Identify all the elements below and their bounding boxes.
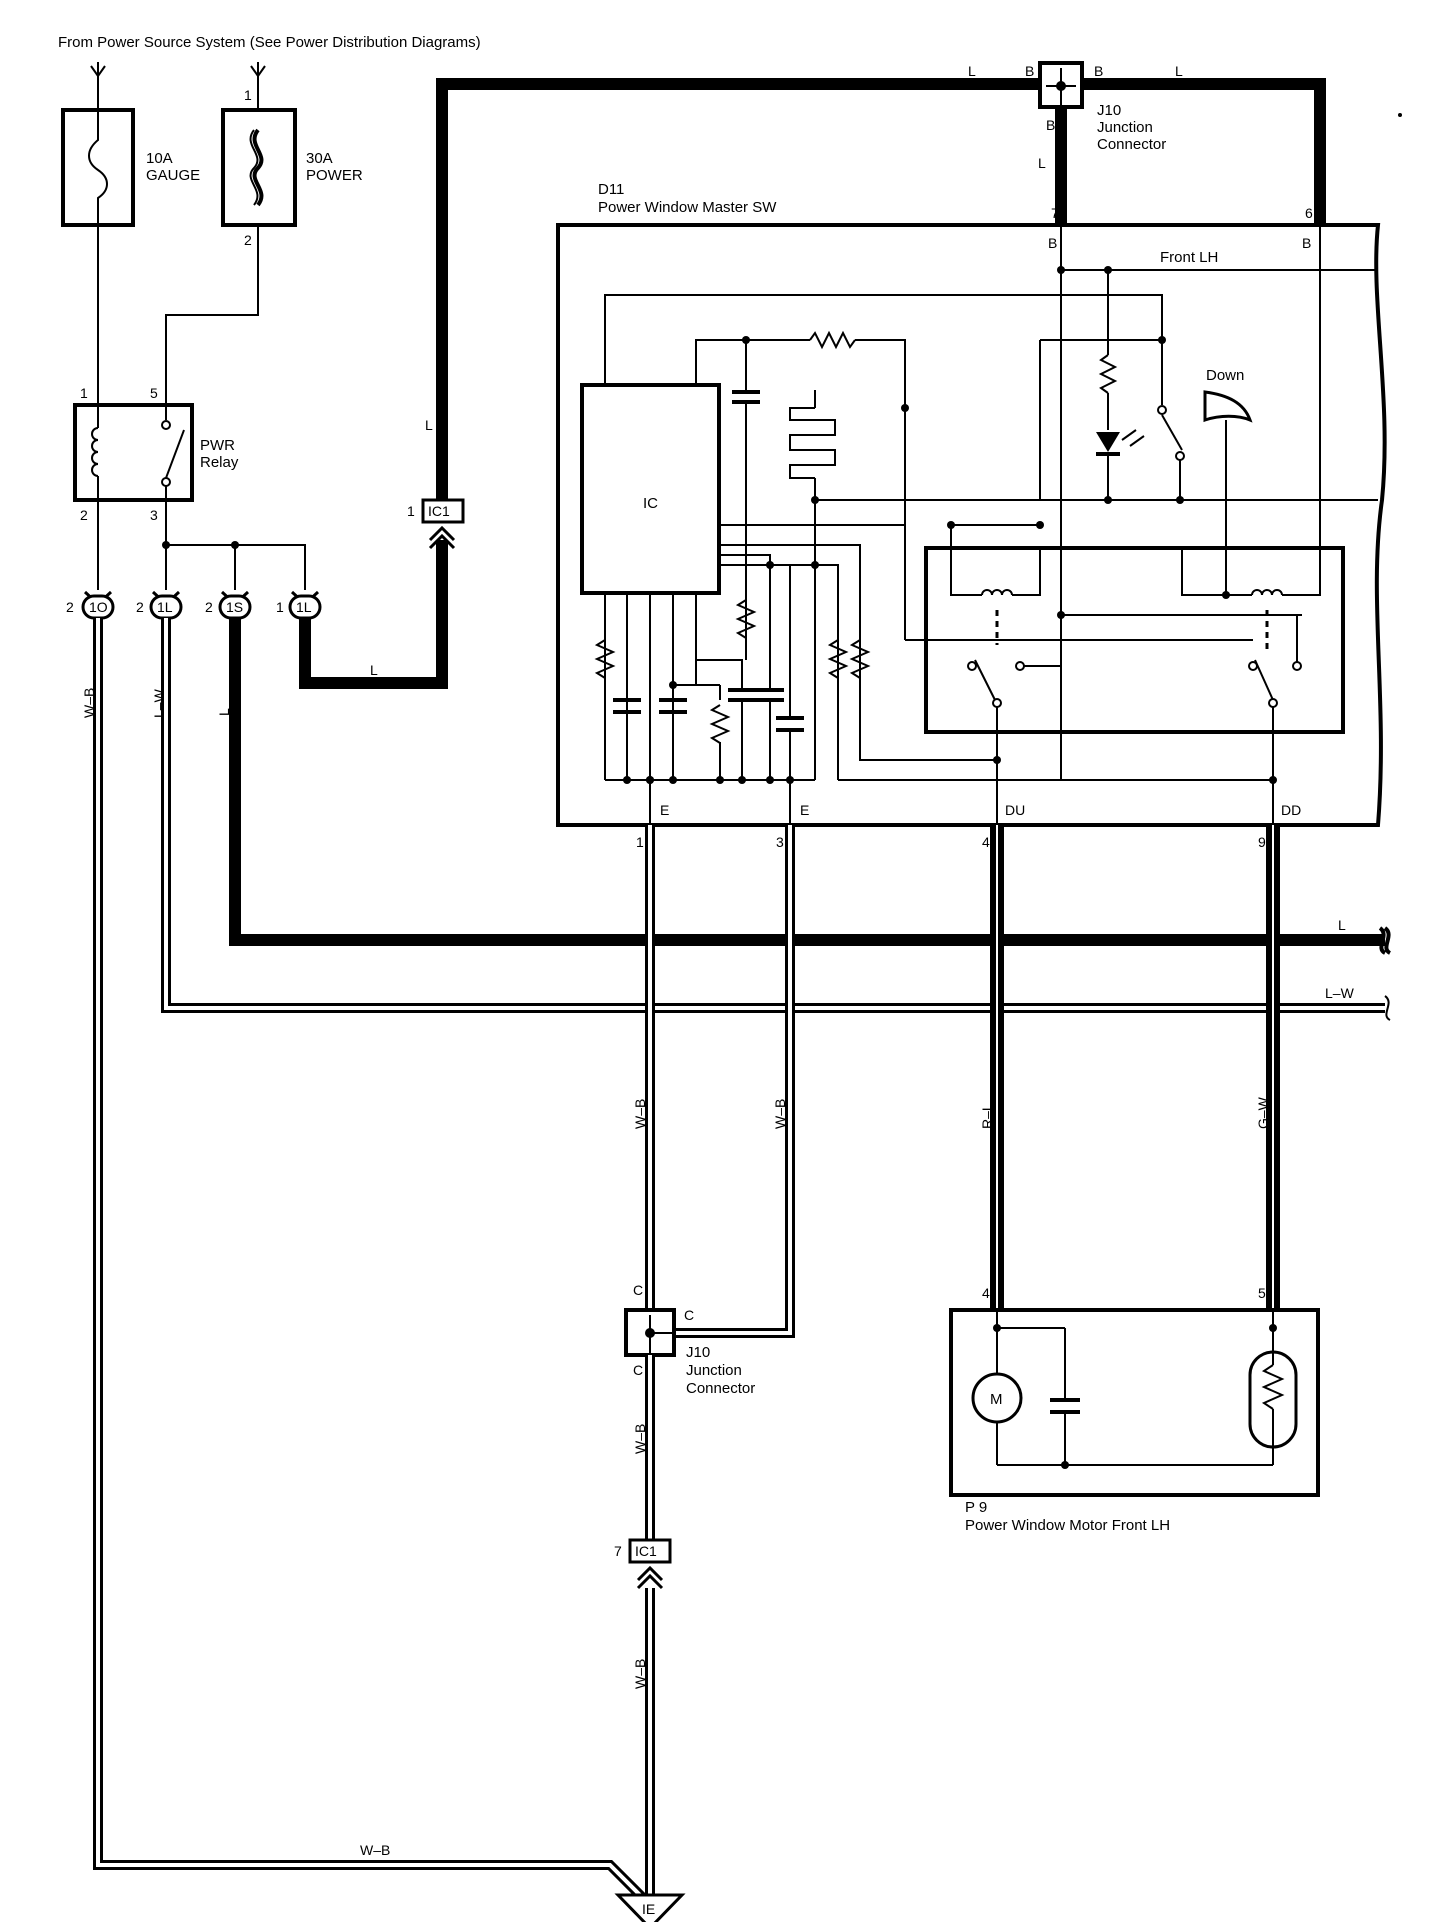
ic-label: IC: [643, 495, 658, 512]
wire-top-left-label: L: [968, 63, 976, 79]
relay-pin5: 5: [150, 385, 158, 401]
j10-bottom-id: J10: [686, 1344, 710, 1361]
source-note: From Power Source System (See Power Dist…: [58, 34, 481, 51]
ic1-connector-top: IC1 1: [407, 498, 465, 550]
wire-right-LW-label: L–W: [1325, 985, 1355, 1001]
j10-bottom-pin-top: C: [633, 1282, 643, 1298]
master-pin6: 6: [1305, 205, 1313, 221]
master-pin3-label: E: [800, 802, 809, 818]
master-pin7: 7: [1051, 205, 1059, 221]
wire-ic1-down-label: W–B: [632, 1659, 648, 1689]
fuse-30a-pin-bottom: 2: [244, 232, 252, 248]
wire-pin4-label: R–L: [979, 1103, 995, 1129]
master-pin3: 3: [776, 834, 784, 850]
j10-junction-bottom: C C C J10 Junction Connector: [624, 1282, 755, 1397]
connector-1O: 1O 2: [66, 590, 115, 620]
ic1-top-pin: 1: [407, 503, 415, 519]
j10-top-pin-right: B: [1094, 63, 1103, 79]
wire-j10-down-label: L: [1038, 155, 1046, 171]
master-pin1-label: E: [660, 802, 669, 818]
connector-1L-a-id: 1L: [157, 599, 173, 615]
connector-1L-a-pin: 2: [136, 599, 144, 615]
j10-top-id: J10: [1097, 102, 1121, 119]
connector-1S-id: 1S: [226, 599, 243, 615]
power-window-motor-front-lh: 4 5 M P 9 Power Window Motor Front LH: [949, 1285, 1320, 1534]
connector-1O-id: 1O: [89, 599, 108, 615]
master-pin7-label: B: [1048, 235, 1057, 251]
master-pin1: 1: [636, 834, 644, 850]
j10-top-pin-bottom: B: [1046, 117, 1055, 133]
fuse-30a-power: 1 30A POWER 2: [221, 62, 363, 248]
j10-top-line2: Connector: [1097, 136, 1166, 153]
connector-1O-pin: 2: [66, 599, 74, 615]
ic1-top-id: IC1: [428, 503, 450, 519]
master-pin6-label: B: [1302, 235, 1311, 251]
motor-pin5: 5: [1258, 1285, 1266, 1301]
pwr-relay: 1 5 2 3 PWR Relay: [73, 385, 239, 523]
relay-pin2: 2: [80, 507, 88, 523]
wire-pin1-label: W–B: [632, 1099, 648, 1129]
wire-right-L-label: L: [1338, 917, 1346, 933]
wire-1L-label: L–W: [151, 688, 167, 718]
ground-ie-id: IE: [642, 1901, 655, 1917]
j10-bottom-pin-bottom: C: [633, 1362, 643, 1378]
connector-1S-pin: 2: [205, 599, 213, 615]
connector-1L-a: 1L 2: [136, 590, 183, 620]
power-window-master-switch: D11 Power Window Master SW 7 6 B B Front…: [556, 181, 1387, 850]
fuse-30a-rating: 30A: [306, 150, 333, 167]
motor-id: P 9: [965, 1499, 987, 1516]
wire-ic1-up-label: L: [425, 417, 433, 433]
master-switch-name: Power Window Master SW: [598, 199, 777, 216]
master-switch-id: D11: [598, 181, 624, 198]
fuse-10a-rating: 10A: [146, 150, 173, 167]
wire-pin9-label: G–W: [1255, 1096, 1271, 1129]
relay-name-line1: PWR: [200, 437, 235, 454]
ic1-bottom-pin: 7: [614, 1543, 622, 1559]
master-pin4: 4: [982, 834, 990, 850]
ground-ie: IE: [614, 1893, 686, 1922]
wire-top-right-label: L: [1175, 63, 1183, 79]
connector-1S: 1S 2: [205, 590, 252, 620]
relay-pin1: 1: [80, 385, 88, 401]
wire-pin3-label: W–B: [772, 1099, 788, 1129]
master-pin9: 9: [1258, 834, 1266, 850]
down-label: Down: [1206, 367, 1244, 384]
connector-1L-b-id: 1L: [296, 599, 312, 615]
ic1-bottom-id: IC1: [635, 1543, 657, 1559]
motor-pin4: 4: [982, 1285, 990, 1301]
wire-1L-loop-label: L: [370, 662, 378, 678]
master-section-label: Front LH: [1160, 249, 1218, 266]
fuse-10a-gauge: 10A GAUGE: [61, 62, 200, 227]
connector-1L-b-pin: 1: [276, 599, 284, 615]
connector-1L-b: 1L 1: [276, 590, 322, 620]
ic1-connector-bottom: IC1 7: [614, 1538, 672, 1590]
j10-bottom-pin-right: C: [684, 1307, 694, 1323]
motor-symbol: M: [990, 1391, 1003, 1408]
relay-name-line2: Relay: [200, 454, 239, 471]
relay-pin3: 3: [150, 507, 158, 523]
wire-1O-label: W–B: [81, 688, 97, 718]
fuse-30a-pin-top: 1: [244, 87, 252, 103]
motor-name: Power Window Motor Front LH: [965, 1517, 1170, 1534]
wire-1S-label: L: [216, 708, 232, 716]
j10-top-pin-left: B: [1025, 63, 1034, 79]
wire-bottom-label: W–B: [360, 1842, 390, 1858]
wire-j10-down2-label: W–B: [632, 1424, 648, 1454]
j10-junction-top: B B B J10 Junction Connector: [1025, 61, 1166, 153]
j10-bottom-line1: Junction: [686, 1362, 742, 1379]
fuse-30a-name: POWER: [306, 167, 363, 184]
j10-top-line1: Junction: [1097, 119, 1153, 136]
master-pin9-label: DD: [1281, 802, 1301, 818]
j10-bottom-line2: Connector: [686, 1380, 755, 1397]
fuse-10a-name: GAUGE: [146, 167, 200, 184]
master-pin4-label: DU: [1005, 802, 1025, 818]
